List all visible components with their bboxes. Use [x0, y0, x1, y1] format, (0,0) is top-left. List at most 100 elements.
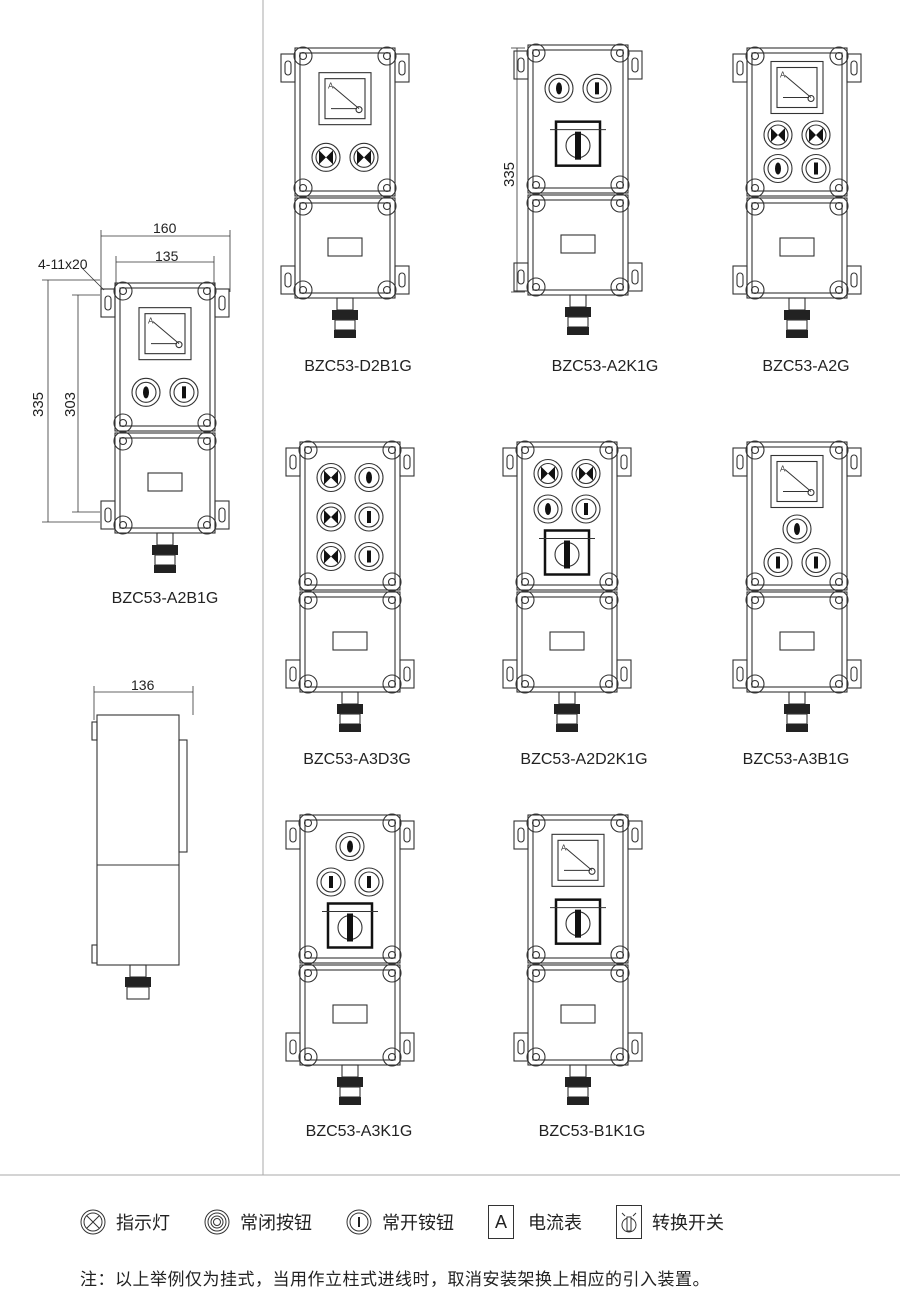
corner-boss — [610, 43, 630, 63]
screw-hole — [303, 445, 313, 455]
screw-hole — [387, 445, 397, 455]
corner-boss — [610, 1047, 630, 1067]
gland-neck — [341, 691, 359, 705]
gland-neck — [341, 1064, 359, 1078]
gland-body — [334, 319, 356, 331]
indicator-lamp-icon — [763, 120, 793, 150]
mounting-slot — [620, 454, 628, 470]
no-button-icon — [354, 502, 384, 532]
ring — [316, 867, 346, 897]
ammeter-icon: A — [318, 72, 372, 126]
ring — [805, 551, 827, 574]
model-label: BZC53-B1K1G — [538, 1123, 646, 1140]
gland-neck — [569, 294, 587, 308]
nc-button-icon — [204, 1209, 230, 1235]
mounting-tab — [846, 265, 862, 295]
screw-hole — [382, 201, 392, 211]
indicator-lamp-icon — [533, 458, 563, 489]
enclosure-BZC53-A2B1G: A — [100, 281, 230, 573]
mounting-slot — [289, 1039, 297, 1055]
corner-boss — [526, 43, 546, 63]
mounting-slot — [850, 272, 858, 288]
ring — [353, 146, 375, 168]
nameplate-window — [332, 631, 368, 651]
corner-boss — [610, 963, 630, 983]
meter-face — [776, 460, 818, 503]
button-bar — [595, 82, 599, 95]
corner-boss — [382, 963, 402, 983]
screw-hole — [298, 201, 308, 211]
button-dot — [556, 82, 562, 95]
lower-compartment — [114, 432, 216, 534]
gland-nut — [554, 704, 580, 714]
enclosure-BZC53-A3D3G — [285, 440, 415, 732]
button-bar — [814, 556, 818, 569]
legend-item-nc: 常闭按钮 — [204, 1209, 312, 1235]
screw-hole — [531, 818, 541, 828]
corner-boss — [197, 281, 217, 301]
corner-boss — [526, 1047, 546, 1067]
mounting-tab — [399, 659, 415, 689]
model-label: BZC53-A3B1G — [742, 751, 850, 768]
mounting-tab — [394, 265, 410, 295]
lower-compartment — [746, 197, 848, 299]
gland-body — [786, 319, 808, 331]
mounting-tab — [394, 53, 410, 83]
side-gland-nut — [125, 977, 151, 987]
mounting-tab — [214, 288, 230, 318]
corner-boss — [298, 1047, 318, 1067]
screw-hole — [387, 577, 397, 587]
button-dot — [794, 523, 800, 535]
legend-label: 指示灯 — [116, 1213, 170, 1233]
ring — [358, 871, 380, 893]
mounting-tab — [285, 447, 301, 477]
ring — [801, 120, 831, 150]
selector-switch-icon — [550, 898, 606, 945]
ring — [311, 142, 341, 172]
screw-hole — [531, 1052, 541, 1062]
gland-cap — [786, 330, 808, 338]
upper-cover — [751, 446, 843, 586]
no-button-icon — [354, 867, 384, 897]
ring — [320, 466, 342, 489]
nameplate-window — [779, 631, 815, 651]
indicator-lamp-icon — [349, 142, 379, 172]
corner-boss — [293, 46, 313, 66]
corner-boss — [599, 590, 619, 610]
corner-boss — [610, 277, 630, 297]
ring — [767, 157, 789, 180]
meter-pivot — [355, 106, 363, 114]
corner-boss — [377, 46, 397, 66]
screw-hole — [202, 286, 212, 296]
screw-hole — [387, 818, 397, 828]
corner-boss — [599, 674, 619, 694]
ring — [131, 377, 161, 407]
gland-cap — [154, 565, 176, 573]
gland-cap — [556, 724, 578, 732]
corner-boss — [745, 178, 765, 198]
corner-boss — [197, 431, 217, 451]
meter-symbol: A — [561, 843, 567, 852]
lamp-cross — [357, 150, 371, 165]
ring — [763, 153, 793, 184]
upper-compartment — [299, 441, 401, 591]
mounting-slot — [736, 60, 744, 76]
corner-boss — [298, 945, 318, 965]
upper-compartment — [516, 441, 618, 591]
corner-boss — [382, 1047, 402, 1067]
ring — [169, 377, 199, 407]
button-bar — [584, 503, 588, 515]
ring — [316, 462, 346, 493]
corner-boss — [745, 280, 765, 300]
button-bar — [367, 550, 371, 563]
indicator-lamp-icon — [316, 541, 346, 572]
ring — [533, 458, 563, 489]
gland-neck — [788, 297, 806, 311]
ring — [805, 124, 827, 146]
corner-boss — [829, 572, 849, 592]
ring — [173, 381, 195, 403]
enclosure-BZC53-B1K1G: A — [513, 813, 643, 1105]
corner-boss — [610, 193, 630, 213]
lamp-cross — [324, 549, 338, 564]
corner-boss — [829, 46, 849, 66]
